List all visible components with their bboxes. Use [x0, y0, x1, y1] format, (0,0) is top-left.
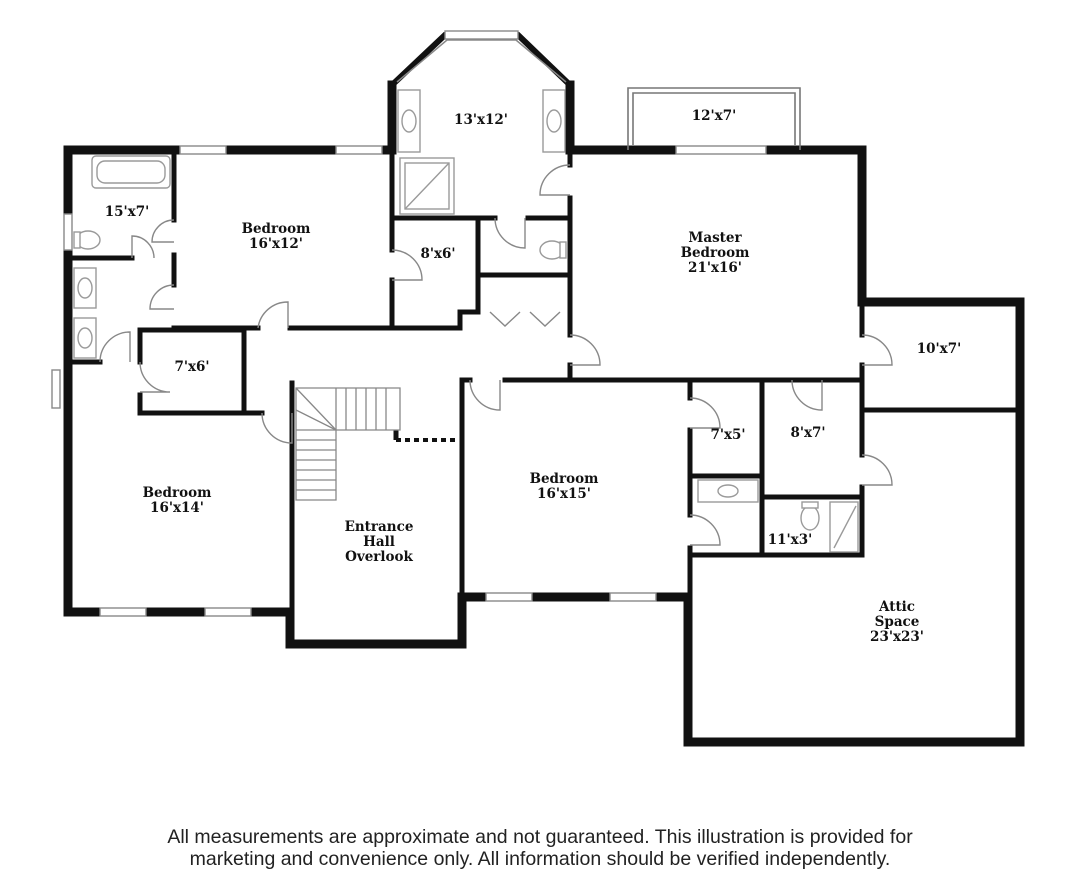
closet-7x5-dims: 7'x5': [710, 427, 745, 443]
bedroom-middle-dims: 16'x15': [537, 486, 591, 502]
balcony-outline: [627, 87, 801, 150]
bedroom-top-name: Bedroom: [242, 221, 311, 237]
closet-10x7-dims: 10'x7': [917, 341, 962, 357]
bath-top-left-dims: 15'x7': [105, 204, 150, 220]
disclaimer: All measurements are approximate and not…: [0, 826, 1080, 870]
windows: [51, 30, 767, 617]
interior-walls: [65, 147, 1023, 647]
bath-11x3-dims: 11'x3': [768, 532, 813, 548]
master-bath-dims: 13'x12': [454, 112, 508, 128]
bedroom-top-dims: 16'x12': [249, 236, 303, 252]
attic-line1: Attic: [878, 599, 915, 615]
attic-line2: Space: [875, 614, 920, 630]
closet-7x6-dims: 7'x6': [174, 359, 209, 375]
master-bedroom-name-1: Master: [688, 230, 742, 246]
entrance-hall-line1: Entrance: [345, 519, 414, 535]
door-swings: [99, 164, 893, 546]
toilet-icon: [800, 505, 820, 531]
closet-8x6-dims: 8'x6': [420, 246, 455, 262]
fixtures: [73, 89, 859, 553]
entrance-hall-line2: Hall: [363, 534, 395, 550]
bay-window: [389, 32, 573, 88]
room-labels: 15'x7' Bedroom 16'x12' 8'x6' 13'x12' 12'…: [105, 108, 962, 645]
bedroom-middle-name: Bedroom: [530, 471, 599, 487]
master-bedroom-name-2: Bedroom: [681, 245, 750, 261]
staircase: [295, 387, 401, 501]
disclaimer-line-2: marketing and convenience only. All info…: [189, 848, 891, 870]
entrance-hall-line3: Overlook: [345, 549, 413, 565]
attic-dims: 23'x23': [870, 629, 924, 645]
balcony-dims: 12'x7': [692, 108, 737, 124]
closet-8x7-dims: 8'x7': [790, 425, 825, 441]
disclaimer-line-1: All measurements are approximate and not…: [167, 826, 913, 848]
bay-window-glass: [396, 39, 567, 83]
bedroom-left-dims: 16'x14': [150, 500, 204, 516]
master-bedroom-dims: 21'x16': [688, 260, 742, 276]
bedroom-left-name: Bedroom: [143, 485, 212, 501]
